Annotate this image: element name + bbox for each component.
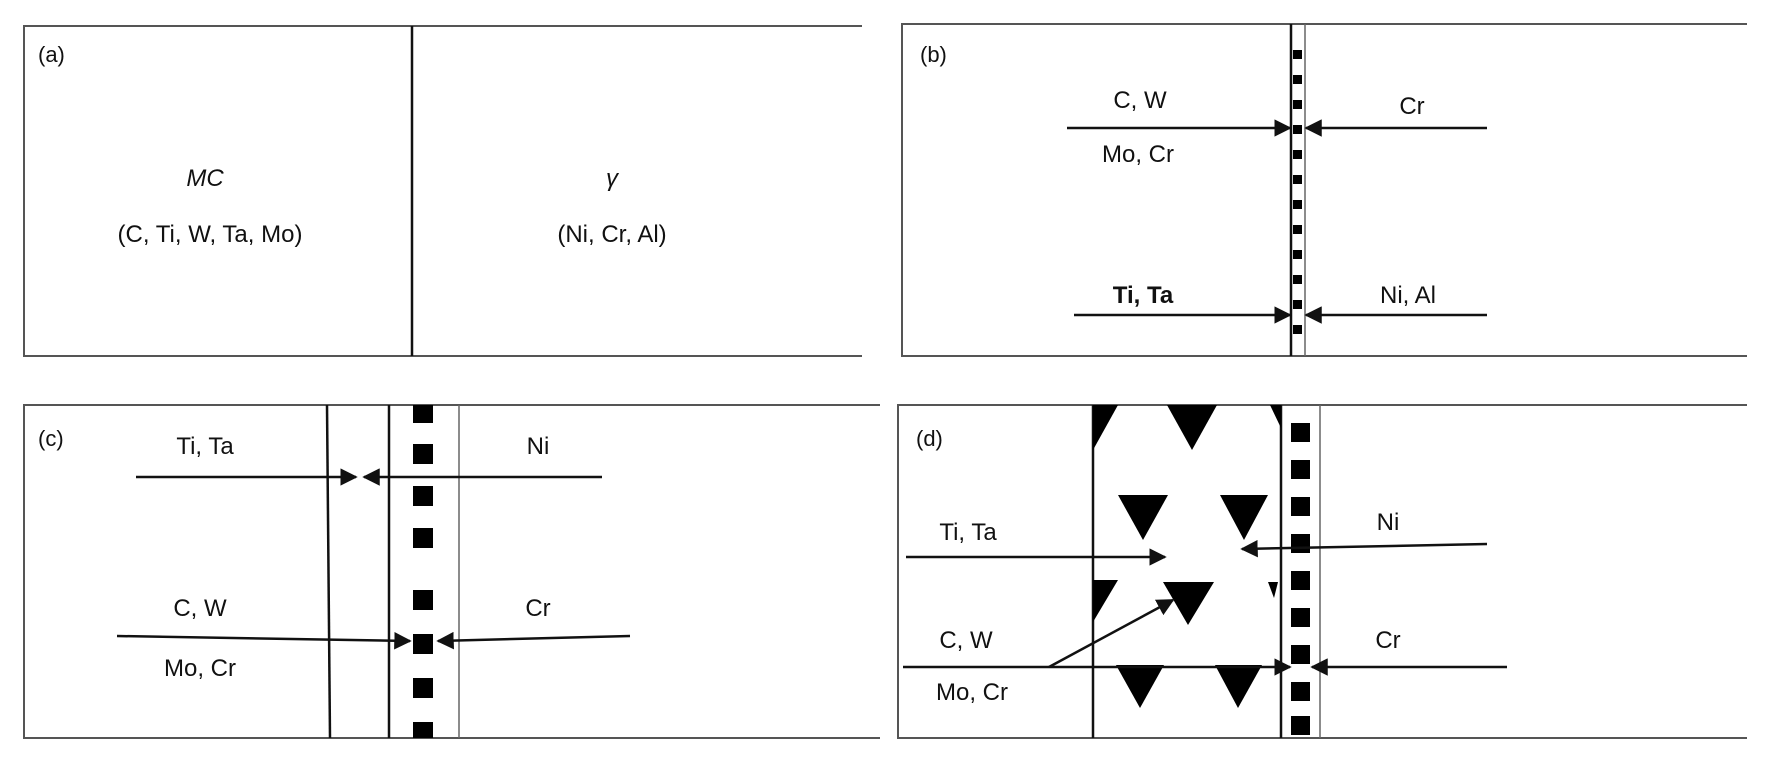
- precipitate-dot: [1293, 175, 1302, 184]
- panel-c-tag: (c): [38, 426, 64, 451]
- panel-d-branch-arrow: [1048, 598, 1175, 669]
- panel-a-tag: (a): [38, 42, 65, 67]
- panel-c-right-top-label: Ni: [527, 433, 550, 460]
- precipitate-dot: [1291, 608, 1310, 627]
- mc-phase-label: MC: [186, 165, 224, 192]
- panel-d-left-bottom-label-1: C, W: [939, 627, 993, 654]
- precipitate-dot: [1293, 125, 1302, 134]
- precipitate-dot: [413, 486, 433, 506]
- panel-d-left-bottom-label-2: Mo, Cr: [936, 679, 1008, 706]
- precipitate-dot: [1293, 275, 1302, 284]
- panel-d-frame: [897, 404, 1747, 739]
- panel-c-frame: [23, 404, 880, 739]
- gamma-elements-label: (Ni, Cr, Al): [557, 221, 666, 248]
- precipitate-dot: [1291, 571, 1310, 590]
- precipitate-dot: [1293, 75, 1302, 84]
- carbide-triangle: [1270, 405, 1281, 428]
- panel-a: (a) MC (C, Ti, W, Ta, Mo) γ (Ni, Cr, Al): [23, 25, 862, 357]
- carbide-triangle: [1220, 495, 1268, 540]
- panel-b-right-top-label: Cr: [1399, 93, 1424, 120]
- carbide-triangle: [1215, 665, 1262, 708]
- panel-b-left-top-label-2: Mo, Cr: [1102, 141, 1174, 168]
- precipitate-dot: [1291, 423, 1310, 442]
- precipitate-dot: [1291, 534, 1310, 553]
- precipitate-dot: [1293, 100, 1302, 109]
- panel-c-left-bottom-label-1: C, W: [173, 595, 227, 622]
- panel-c-right-bottom-label: Cr: [525, 595, 550, 622]
- panel-b-left-top-label-1: C, W: [1113, 87, 1167, 114]
- panel-b-right-bottom-label: Ni, Al: [1380, 282, 1436, 309]
- panel-b-precipitate-layer: [1293, 50, 1302, 334]
- precipitate-dot: [1291, 460, 1310, 479]
- carbide-triangle: [1093, 580, 1118, 622]
- carbide-triangle: [1268, 582, 1278, 598]
- panel-c-left-bottom-arrow: [116, 631, 412, 650]
- carbide-triangle: [1163, 582, 1214, 625]
- panel-c-original-interface: [325, 404, 332, 739]
- panel-c: (c) Ti, Ta Ni C, W Mo, Cr Cr: [23, 404, 880, 739]
- panel-d-right-top-label: Ni: [1377, 509, 1400, 536]
- precipitate-dot: [413, 528, 433, 548]
- precipitate-dot: [413, 634, 433, 654]
- panel-c-left-bottom-label-2: Mo, Cr: [164, 655, 236, 682]
- panel-c-right-bottom-arrow: [436, 631, 631, 650]
- panel-b-tag: (b): [920, 42, 947, 67]
- panel-d-tag: (d): [916, 426, 943, 451]
- panel-d-precipitate-layer: [1291, 423, 1310, 735]
- precipitate-dot: [1293, 300, 1302, 309]
- carbide-triangle: [1167, 405, 1217, 450]
- panel-d-left-top-label: Ti, Ta: [939, 519, 997, 546]
- carbide-triangle: [1093, 405, 1118, 450]
- panel-b: (b) C, W Mo, Cr Cr Ti, Ta Ni, Al: [901, 23, 1747, 357]
- mc-elements-label: (C, Ti, W, Ta, Mo): [118, 221, 303, 248]
- panel-b-left-bottom-label: Ti, Ta: [1113, 282, 1174, 309]
- precipitate-dot: [1291, 645, 1310, 664]
- carbide-triangle: [1116, 665, 1164, 708]
- panel-b-frame: [901, 23, 1747, 357]
- panel-d-right-top-arrow: [1240, 539, 1488, 558]
- precipitate-dot: [1291, 497, 1310, 516]
- precipitate-dot: [413, 444, 433, 464]
- precipitate-dot: [413, 590, 433, 610]
- precipitate-dot: [1293, 200, 1302, 209]
- panel-d-right-bottom-label: Cr: [1375, 627, 1400, 654]
- precipitate-dot: [413, 722, 433, 738]
- precipitate-dot: [1293, 325, 1302, 334]
- panel-d-carbide-triangles: [1093, 405, 1281, 708]
- precipitate-dot: [413, 678, 433, 698]
- precipitate-dot: [1291, 682, 1310, 701]
- panel-c-precipitate-layer: [413, 405, 433, 738]
- precipitate-dot: [413, 405, 433, 423]
- panel-c-left-top-label: Ti, Ta: [176, 433, 234, 460]
- precipitate-dot: [1293, 50, 1302, 59]
- precipitate-dot: [1293, 150, 1302, 159]
- precipitate-dot: [1293, 225, 1302, 234]
- precipitate-dot: [1291, 716, 1310, 735]
- panel-a-frame: [23, 25, 862, 357]
- gamma-phase-label: γ: [606, 165, 620, 192]
- precipitate-dot: [1293, 250, 1302, 259]
- panel-d: (d) Ti, Ta Ni C, W Mo, Cr Cr: [897, 404, 1747, 739]
- carbide-triangle: [1118, 495, 1168, 540]
